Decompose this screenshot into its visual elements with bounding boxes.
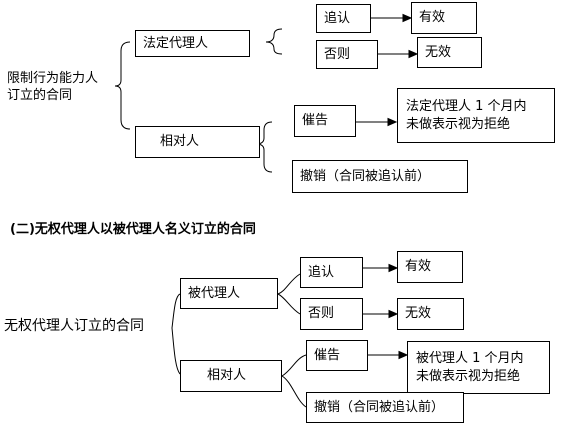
arrowhead-d2-otherwise	[388, 309, 399, 319]
d1-demand-box: 催告	[294, 105, 356, 137]
d1-valid-box: 有效	[411, 2, 477, 34]
arrowhead-d1-demand	[387, 117, 398, 127]
d1-counterparty-box: 相对人	[135, 126, 260, 158]
d1-root-label: 限制行为能力人 订立的合同	[7, 71, 99, 103]
arrowhead-d1-otherwise	[408, 49, 419, 59]
arrowhead-d2-demand	[398, 350, 409, 360]
brace-d1-agent	[265, 28, 283, 55]
d2-counterparty-box: 相对人	[180, 360, 282, 392]
d1-demand-result-box: 法定代理人 1 个月内 未做表示视为拒绝	[397, 88, 555, 143]
section-heading: (二)无权代理人以被代理人名义订立的合同	[10, 222, 256, 237]
arrowhead-d1-ratify	[402, 13, 413, 23]
d2-demand-box: 催告	[306, 340, 368, 371]
arrowhead-d2-ratify	[388, 263, 399, 273]
d1-ratify-box: 追认	[316, 4, 371, 33]
d1-invalid-box: 无效	[417, 37, 482, 68]
d2-root-label: 无权代理人订立的合同	[4, 318, 144, 334]
d2-revoke-box: 撤销（合同被追认前）	[306, 392, 464, 423]
d1-agent-box: 法定代理人	[135, 30, 250, 57]
d2-demand-result-box: 被代理人 1 个月内 未做表示视为拒绝	[407, 341, 550, 394]
branch-d2-counterparty-top	[281, 354, 307, 377]
d2-ratify-box: 追认	[300, 257, 363, 288]
d2-principal-box: 被代理人	[180, 278, 278, 309]
branch-d2-root-bottom	[171, 327, 181, 375]
branch-d2-principal-bottom	[277, 293, 301, 315]
brace-d1-root	[114, 41, 131, 130]
branch-d2-counterparty-bottom	[281, 375, 307, 408]
branch-d2-root-top	[171, 293, 181, 329]
d2-invalid-box: 无效	[397, 298, 464, 330]
d2-otherwise-box: 否则	[300, 298, 363, 330]
d1-revoke-box: 撤销（合同被追认前）	[292, 160, 468, 193]
branch-d2-principal-top	[277, 273, 301, 295]
d2-valid-box: 有效	[397, 251, 463, 283]
d1-otherwise-box: 否则	[316, 40, 378, 69]
